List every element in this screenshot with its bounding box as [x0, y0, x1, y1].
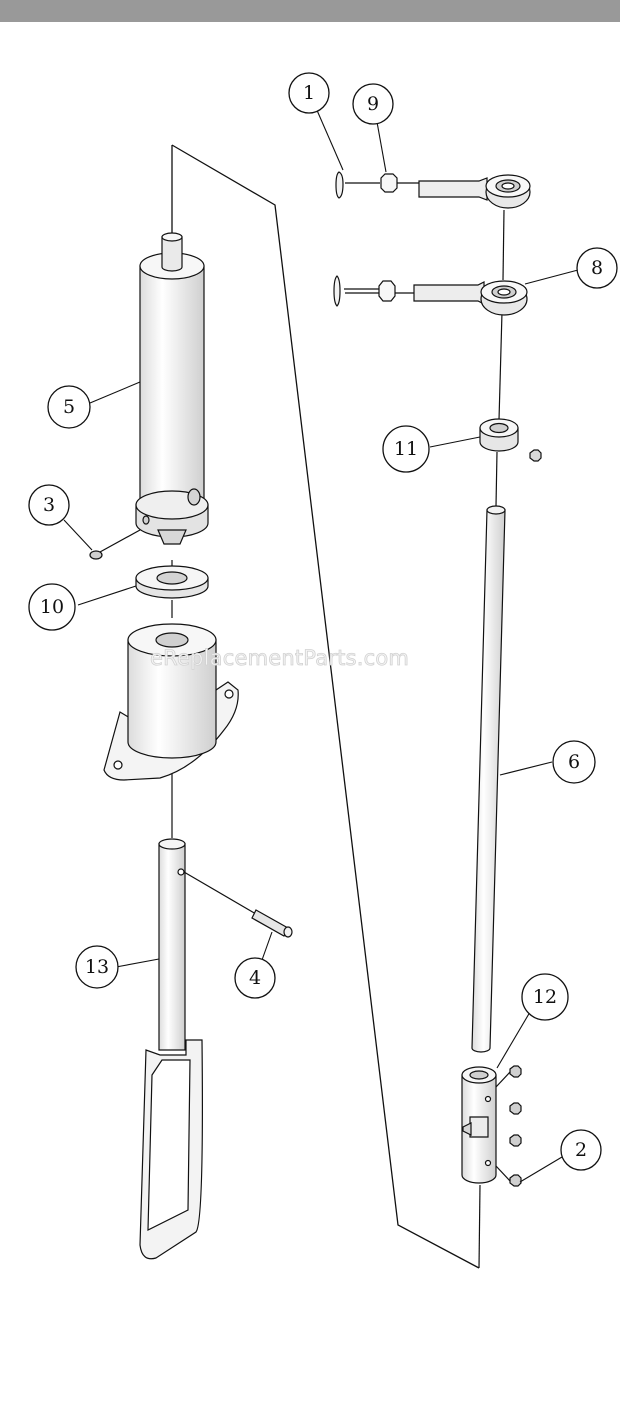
svg-text:6: 6	[568, 751, 580, 773]
part-set-screw	[89, 529, 141, 560]
callout-1: 1	[288, 72, 330, 114]
callout-11: 11	[382, 425, 430, 473]
part-rod-end-lower	[333, 275, 528, 316]
leader-lines	[63, 107, 579, 1183]
svg-text:9: 9	[367, 93, 379, 115]
callout-12: 12	[521, 973, 569, 1021]
part-universal-joint	[461, 1065, 522, 1187]
part-pin	[183, 871, 293, 938]
svg-text:4: 4	[249, 967, 261, 989]
svg-text:10: 10	[40, 596, 64, 618]
watermark-text: eReplacementParts.com	[150, 646, 409, 670]
part-washer	[135, 565, 209, 599]
part-mount-bracket	[103, 623, 239, 781]
part-collar	[479, 418, 542, 462]
assembly-outline	[171, 144, 480, 1269]
part-lever-rod	[139, 838, 203, 1260]
part-shaft	[471, 505, 506, 1053]
svg-text:2: 2	[575, 1139, 587, 1161]
callout-3: 3	[28, 484, 70, 526]
part-rod-end-upper	[335, 171, 531, 209]
svg-text:8: 8	[591, 257, 603, 279]
callout-13: 13	[75, 945, 119, 989]
callout-6: 6	[552, 740, 596, 784]
axis-lines	[171, 182, 505, 1269]
callouts: 1 9 8 5 11 3 10 6	[28, 72, 618, 1171]
svg-text:3: 3	[43, 494, 55, 516]
callout-5: 5	[47, 385, 91, 429]
callout-8: 8	[576, 247, 618, 289]
top-bar	[0, 0, 620, 22]
svg-text:12: 12	[533, 986, 557, 1008]
part-cylinder	[135, 232, 209, 545]
callout-9: 9	[352, 83, 394, 125]
svg-text:1: 1	[303, 82, 315, 104]
svg-text:5: 5	[63, 396, 75, 418]
callout-2: 2	[560, 1129, 602, 1171]
callout-4: 4	[234, 957, 276, 999]
svg-text:11: 11	[394, 438, 418, 460]
svg-text:13: 13	[85, 956, 109, 978]
callout-10: 10	[28, 583, 76, 631]
